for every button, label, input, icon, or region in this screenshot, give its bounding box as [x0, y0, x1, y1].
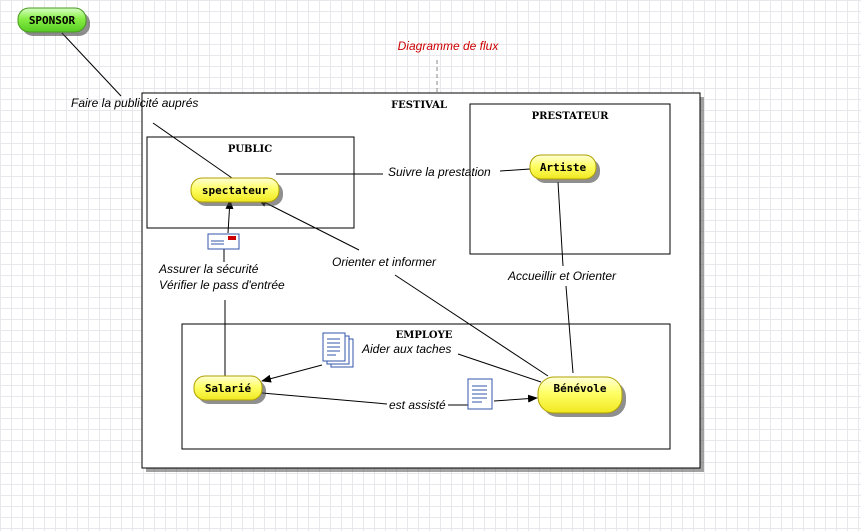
aider-connector-a: [457, 353, 542, 383]
document-stack-icon: [322, 332, 354, 368]
artiste-node[interactable]: Artiste: [529, 154, 600, 183]
flow-label-securite-line2: Vérifier le pass d'entrée: [159, 278, 285, 292]
publicite-connector-b: [152, 122, 233, 179]
document-icon: [467, 378, 493, 410]
public-title: PUBLIC: [228, 144, 272, 155]
flow-label-accueillir: Accueillir et Orienter: [507, 269, 617, 283]
diagram-title: Diagramme de flux: [398, 39, 500, 53]
artiste-label: Artiste: [540, 161, 587, 174]
benevole-label: Bénévole: [554, 382, 607, 395]
flow-label-prestation: Suivre la prestation: [388, 165, 491, 179]
assiste-connector-a: [261, 392, 388, 405]
spectateur-node[interactable]: spectateur: [190, 177, 283, 206]
flow-label-securite-line1: Assurer la sécurité: [158, 262, 259, 276]
aider-connector-b: [261, 364, 323, 383]
flow-label-assiste: est assisté: [389, 398, 446, 412]
flow-label-publicite: Faire la publicité auprés: [71, 96, 198, 110]
accueillir-connector-a: [557, 181, 564, 267]
connectors: [61, 32, 574, 406]
prestateur-title: PRESTATEUR: [532, 111, 610, 122]
flow-label-aider: Aider aux taches: [361, 342, 451, 356]
orienter-connector-b: [394, 274, 549, 377]
sponsor-node[interactable]: SPONSOR: [17, 7, 90, 36]
salarie-label: Salarié: [205, 382, 252, 395]
assiste-connector-c: [493, 394, 538, 403]
orienter-connector-a: [257, 198, 360, 251]
prestation-connector-b: [499, 168, 531, 172]
employe-title: EMPLOYE: [396, 330, 453, 341]
festival-title: FESTIVAL: [391, 100, 447, 111]
publicite-connector-a: [61, 32, 122, 97]
sponsor-label: SPONSOR: [29, 14, 76, 27]
salarie-node[interactable]: Salarié: [193, 375, 266, 404]
spectateur-label: spectateur: [202, 184, 269, 197]
envelope-icon: [207, 233, 240, 250]
accueillir-connector-b: [565, 285, 574, 374]
benevole-node[interactable]: Bénévole: [537, 376, 626, 417]
flow-label-orienter-informer: Orienter et informer: [332, 255, 437, 269]
